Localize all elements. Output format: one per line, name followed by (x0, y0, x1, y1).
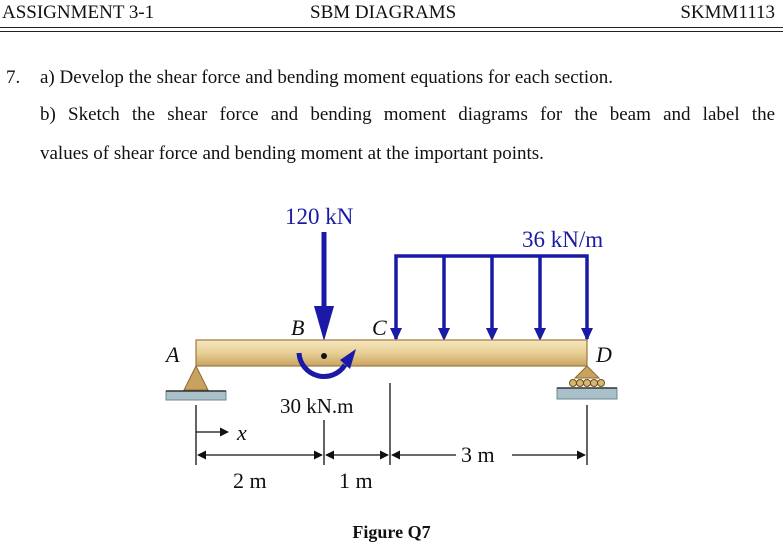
dimension-lines (195, 383, 588, 465)
question-part-b-line1: b) Sketch the shear force and bending mo… (40, 104, 775, 125)
dimension-ab-label: 2 m (233, 468, 267, 493)
header-course-code: SKMM1113 (680, 2, 775, 23)
point-d-label: D (595, 342, 612, 367)
beam (195, 339, 588, 367)
dimension-bc-label: 1 m (339, 468, 373, 493)
question-number: 7. (6, 67, 21, 88)
header-rule-bottom (0, 31, 783, 32)
question-part-a: a) Develop the shear force and bending m… (40, 67, 613, 88)
moment-label: 30 kN.m (280, 394, 354, 418)
header-rule-top (0, 27, 783, 28)
roller-support-d (556, 365, 618, 400)
figure-caption: Figure Q7 (352, 522, 431, 542)
point-load-arrow (314, 232, 334, 341)
moment-arrow (296, 349, 356, 379)
point-load-label: 120 kN (285, 204, 354, 229)
question-part-b-line2: values of shear force and bending moment… (40, 143, 544, 164)
header-topic: SBM DIAGRAMS (310, 2, 457, 23)
point-b-label: B (291, 315, 304, 340)
pin-support-a (165, 364, 227, 401)
distributed-load-label: 36 kN/m (522, 227, 603, 252)
distributed-load (390, 254, 593, 341)
point-c-label: C (372, 315, 387, 340)
dimension-cd-label: 3 m (461, 442, 495, 467)
x-coordinate-label: x (236, 420, 247, 445)
header-assignment: ASSIGNMENT 3-1 (2, 2, 155, 23)
point-a-label: A (164, 342, 180, 367)
